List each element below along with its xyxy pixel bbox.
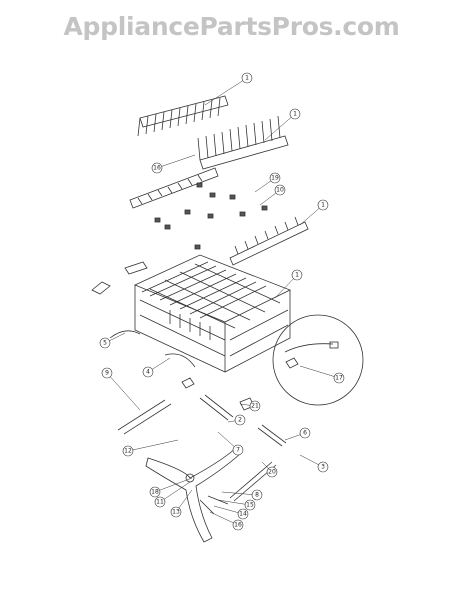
svg-text:10: 10	[276, 187, 284, 194]
svg-text:1: 1	[245, 75, 249, 82]
spray-arm-hub-parts	[199, 495, 229, 515]
callout-3: 3	[317, 461, 329, 473]
svg-text:6: 6	[303, 430, 307, 437]
rail-left	[109, 330, 141, 339]
callout-15: 15	[244, 499, 256, 511]
detail-clip	[329, 341, 339, 349]
svg-text:17: 17	[335, 375, 343, 382]
callout-6: 6	[299, 427, 311, 439]
svg-text:2: 2	[238, 417, 242, 424]
svg-text:19: 19	[271, 175, 279, 182]
svg-text:11: 11	[156, 499, 164, 506]
callout-10: 10	[274, 184, 286, 196]
tube-right	[257, 424, 287, 447]
tine-row-upper-left	[137, 95, 229, 137]
handle-top	[124, 261, 148, 275]
callout-9: 9	[101, 367, 113, 379]
svg-text:3: 3	[321, 464, 325, 471]
svg-text:18: 18	[151, 489, 159, 496]
callout-4: 4	[142, 366, 154, 378]
callout-1a: 1	[241, 72, 253, 84]
callout-20: 20	[266, 466, 278, 478]
detail-inset-circle	[272, 314, 364, 406]
spray-arm	[145, 447, 241, 543]
handle-left	[91, 281, 111, 295]
svg-text:4: 4	[146, 369, 150, 376]
callout-1b: 1	[289, 108, 301, 120]
callout-18: 18	[149, 486, 161, 498]
detail-roller	[285, 357, 299, 369]
rail-mid	[164, 353, 196, 368]
tine-row-right	[229, 216, 309, 266]
tube-left	[117, 399, 172, 435]
svg-text:13: 13	[172, 509, 180, 516]
svg-text:16: 16	[234, 522, 242, 529]
callout-16: 16	[151, 162, 163, 174]
svg-text:14: 14	[239, 511, 247, 518]
tine-row-upper-right	[197, 115, 289, 170]
svg-text:20: 20	[268, 469, 276, 476]
callout-11: 11	[154, 496, 166, 508]
callout-1c: 1	[317, 199, 329, 211]
callout-19: 19	[269, 172, 281, 184]
callout-12: 12	[122, 445, 134, 457]
callout-5: 5	[99, 337, 111, 349]
watermark-text: AppliancePartsPros.com	[63, 12, 400, 41]
svg-text:9: 9	[105, 370, 109, 377]
svg-text:15: 15	[246, 502, 254, 509]
callout-14: 14	[237, 508, 249, 520]
svg-text:12: 12	[124, 448, 132, 455]
rack-basket	[133, 254, 291, 373]
callout-1d: 1	[291, 269, 303, 281]
callout-21: 21	[249, 400, 261, 412]
svg-text:1: 1	[295, 272, 299, 279]
callout-17: 17	[333, 372, 345, 384]
callout-16b: 16	[232, 519, 244, 531]
svg-text:16: 16	[153, 165, 161, 172]
tube-mid	[199, 394, 234, 421]
svg-text:7: 7	[236, 447, 240, 454]
callout-7: 7	[232, 444, 244, 456]
detail-rail	[284, 343, 334, 353]
tine-row-lower	[129, 167, 219, 209]
svg-text:8: 8	[255, 492, 259, 499]
svg-text:5: 5	[103, 340, 107, 347]
clip-parts	[154, 182, 268, 250]
callout-2: 2	[234, 414, 246, 426]
svg-text:21: 21	[251, 403, 259, 410]
callout-8: 8	[251, 489, 263, 501]
svg-text:1: 1	[293, 111, 297, 118]
callout-13: 13	[170, 506, 182, 518]
svg-text:1: 1	[321, 202, 325, 209]
